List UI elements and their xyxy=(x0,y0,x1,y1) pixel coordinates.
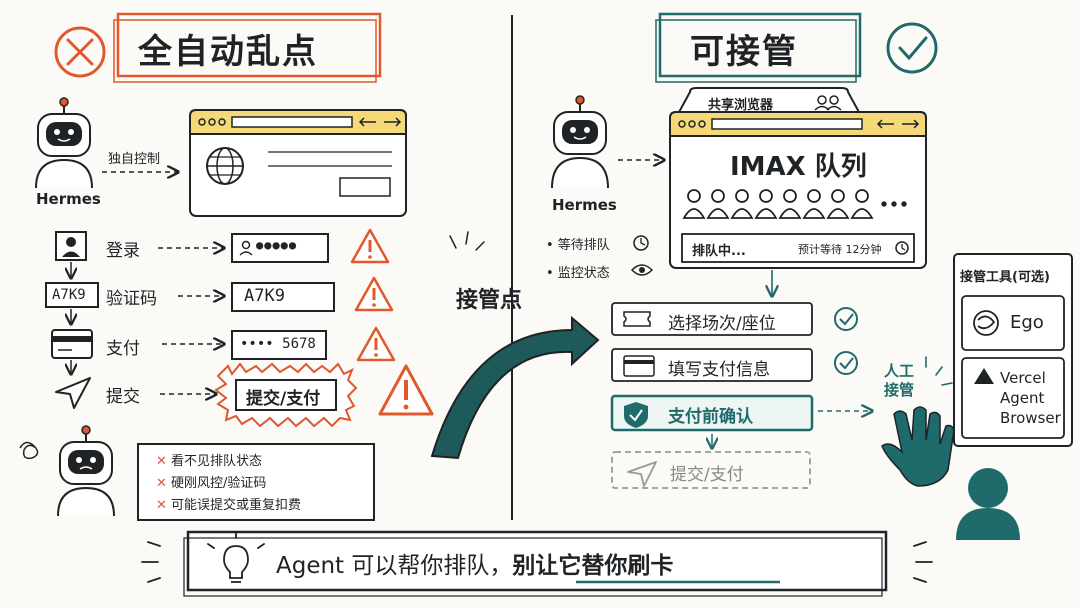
problem-item: ✕ 看不见排队状态 xyxy=(156,454,263,469)
ego-logo-icon xyxy=(973,310,999,336)
robot-icon xyxy=(35,97,93,189)
warning-icon xyxy=(356,326,396,362)
right-title-panel xyxy=(655,12,938,83)
tool-vercel-label: Vercel Agent Browser xyxy=(1000,369,1061,427)
globe-icon xyxy=(206,147,244,185)
card-field-box xyxy=(231,330,327,360)
shared-browser-window xyxy=(669,87,927,269)
captcha-icon-text: A7K9 xyxy=(52,287,86,303)
agent-action-monitor: • 监控状态 xyxy=(546,266,610,281)
shared-browser-label: 共享浏览器 xyxy=(708,98,774,113)
right-title: 可接管 xyxy=(690,32,798,72)
problems-box xyxy=(137,443,375,521)
queue-wait-text: 预计等待 12分钟 xyxy=(798,243,882,256)
queue-people-icon xyxy=(682,189,907,219)
flow-step-submit: 提交/支付 xyxy=(670,465,744,485)
warning-icon-large xyxy=(378,364,434,416)
human-takeover-label: 人工 接管 xyxy=(884,362,915,399)
bottom-banner xyxy=(186,530,888,592)
clock-icon xyxy=(895,241,909,255)
captcha-icon-box xyxy=(45,282,99,308)
control-label: 独自控制 xyxy=(108,152,161,167)
tool-ego-label: Ego xyxy=(1010,312,1044,333)
warning-icon xyxy=(350,228,390,264)
agent-name-left: Hermes xyxy=(36,190,101,208)
card-icon xyxy=(51,329,93,359)
ticket-icon xyxy=(623,311,651,327)
submit-field-box xyxy=(235,379,337,411)
step-submit-label: 提交 xyxy=(106,387,140,407)
user-icon xyxy=(55,231,87,261)
tool-ego-box xyxy=(961,295,1065,351)
vercel-logo-icon xyxy=(974,368,994,384)
flow-step-payment: 填写支付信息 xyxy=(668,360,770,380)
step-payment-label: 支付 xyxy=(106,339,140,359)
hand-icon xyxy=(881,406,955,487)
left-title: 全自动乱点 xyxy=(138,32,318,72)
step-captcha-label: 验证码 xyxy=(106,289,157,309)
flow-step-submit-box xyxy=(611,451,811,489)
submit-field-value: 提交/支付 xyxy=(246,389,321,409)
sad-robot-icon xyxy=(19,425,115,517)
shield-icon xyxy=(624,402,648,428)
tools-title: 接管工具(可选) xyxy=(960,270,1050,285)
warning-icon xyxy=(354,276,394,312)
flow-step-confirm: 支付前确认 xyxy=(668,407,753,427)
robot-icon xyxy=(551,95,609,189)
flow-step-seat: 选择场次/座位 xyxy=(668,314,776,334)
lightbulb-icon xyxy=(207,531,265,583)
flow-step-payment-box xyxy=(611,348,813,382)
check-mark-icon xyxy=(886,22,938,74)
problem-item: ✕ 可能误提交或重复扣费 xyxy=(156,498,302,513)
check-icon xyxy=(834,351,858,375)
send-icon xyxy=(627,461,657,487)
queue-status-text: 排队中... xyxy=(692,244,746,259)
card-icon xyxy=(623,355,655,377)
takeover-point-label: 接管点 xyxy=(456,288,523,313)
x-mark-icon xyxy=(54,26,106,78)
problem-item: ✕ 硬刚风控/验证码 xyxy=(156,476,267,491)
agent-action-wait: • 等待排队 xyxy=(546,238,610,253)
agent-name-right: Hermes xyxy=(552,196,617,214)
left-browser-window xyxy=(189,109,407,217)
login-field-value: ●●●●● xyxy=(256,238,298,252)
card-field-value: •••• 5678 xyxy=(240,336,316,352)
left-title-panel xyxy=(54,12,382,83)
captcha-field-box xyxy=(231,282,335,312)
captcha-field-value: A7K9 xyxy=(244,286,285,306)
person-icon xyxy=(956,468,1020,540)
shared-browser-tab xyxy=(676,87,862,115)
takeover-arrow xyxy=(430,315,600,460)
flow-step-confirm-box xyxy=(610,394,814,432)
queue-status-bar xyxy=(681,233,915,263)
queue-title: IMAX 队列 xyxy=(730,152,867,182)
check-icon xyxy=(834,307,858,331)
clock-icon xyxy=(633,235,649,251)
step-login-label: 登录 xyxy=(106,241,140,261)
eye-icon xyxy=(630,264,654,276)
send-icon xyxy=(55,377,91,409)
banner-text: Agent 可以帮你排队，别让它替你刷卡 xyxy=(276,553,674,579)
flow-step-seat-box xyxy=(611,302,813,336)
